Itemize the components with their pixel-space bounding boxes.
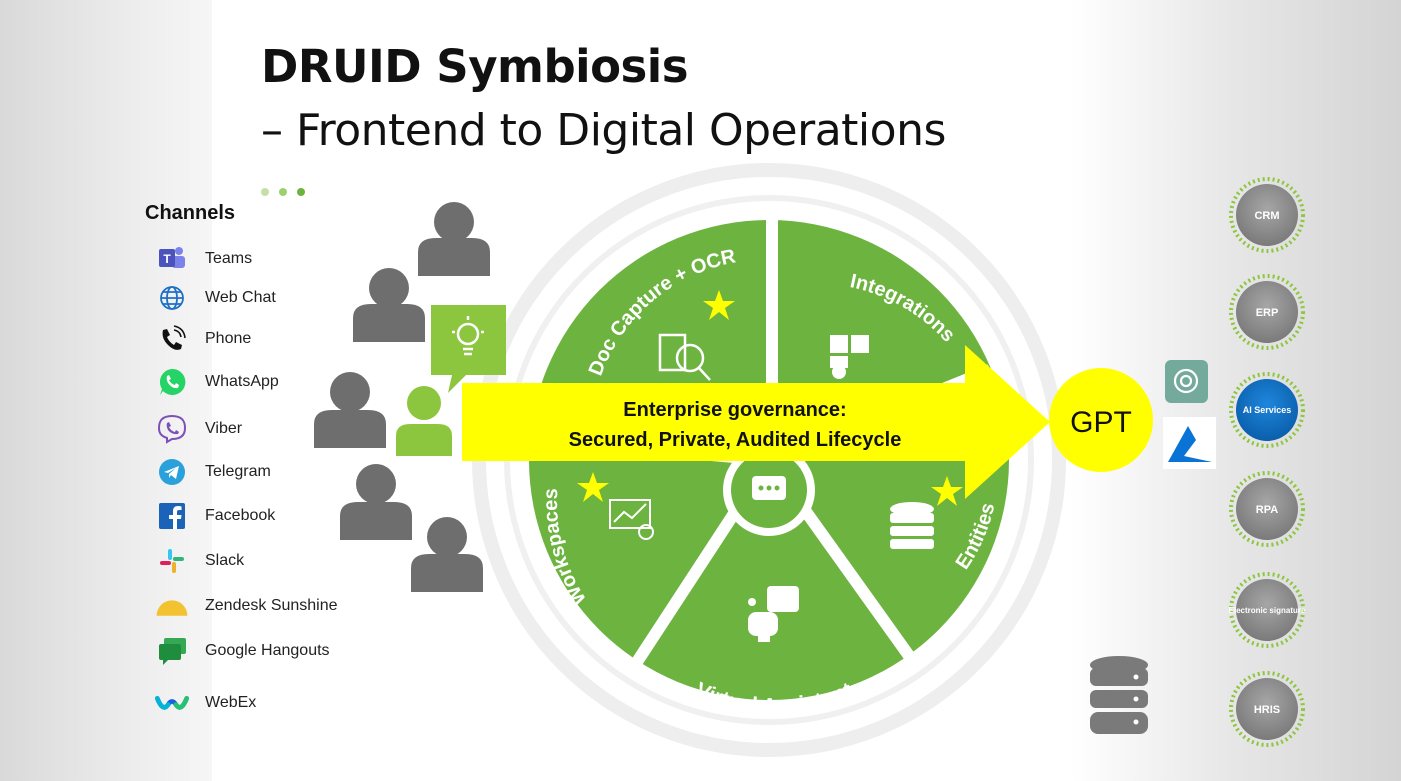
decorative-dots <box>261 183 315 201</box>
channel-item-phone: Phone <box>155 322 251 356</box>
arrow-text-line1: Enterprise governance: <box>623 399 846 421</box>
system-label: RPA <box>1256 504 1278 516</box>
channel-label: Google Hangouts <box>205 642 330 659</box>
channel-item-google-hangouts: Google Hangouts <box>155 634 330 668</box>
channel-label: Web Chat <box>205 289 276 306</box>
hangouts-icon <box>155 634 189 668</box>
zendesk-icon <box>155 589 189 623</box>
system-node-erp <box>1236 281 1298 343</box>
system-ring <box>1229 572 1305 648</box>
lightbulb-icon <box>452 316 484 356</box>
system-ring <box>1229 177 1305 253</box>
globe-icon <box>155 281 189 315</box>
channel-item-whatsapp: WhatsApp <box>155 365 279 399</box>
phone-icon <box>155 322 189 356</box>
azure-logo <box>1168 426 1212 462</box>
gpt-circle <box>1049 368 1153 472</box>
server-database-icon <box>1090 656 1148 734</box>
svg-text:T: T <box>163 252 171 266</box>
system-node-hris <box>1236 678 1298 740</box>
channel-item-zendesk: Zendesk Sunshine <box>155 589 338 623</box>
webex-icon <box>155 686 189 720</box>
channel-item-viber: Viber <box>155 412 242 446</box>
system-ring <box>1229 372 1305 448</box>
channel-item-telegram: Telegram <box>155 455 271 489</box>
star-icon <box>931 476 963 506</box>
page-title: DRUID Symbiosis <box>261 40 689 93</box>
star-icon <box>577 472 609 502</box>
channels-heading: Channels <box>145 202 236 224</box>
openai-icon <box>1165 360 1208 403</box>
user-icon <box>411 517 483 592</box>
telegram-icon <box>155 455 189 489</box>
slack-icon <box>155 544 189 578</box>
channel-item-web-chat: Web Chat <box>155 281 276 315</box>
system-ring <box>1229 471 1305 547</box>
star-icons <box>577 290 963 506</box>
arrow-text-line2: Secured, Private, Audited Lifecycle <box>569 429 902 451</box>
system-label: AI Services <box>1243 405 1292 415</box>
channel-label: WebEx <box>205 694 257 711</box>
system-label: Electronic signature <box>1229 606 1306 615</box>
channel-label: Slack <box>205 552 245 569</box>
viber-icon <box>155 412 189 446</box>
channel-label: Teams <box>205 250 253 267</box>
channel-label: Viber <box>205 420 243 437</box>
channel-item-slack: Slack <box>155 544 244 578</box>
channel-item-teams: T Teams <box>155 242 252 276</box>
channel-label: Telegram <box>205 463 271 480</box>
user-icon <box>314 372 386 448</box>
channel-label: Phone <box>205 330 252 347</box>
user-icon <box>340 464 412 540</box>
channel-label: Facebook <box>205 507 276 524</box>
system-node-e-signature <box>1236 579 1298 641</box>
system-label: HRIS <box>1254 704 1280 716</box>
page-subtitle: – Frontend to Digital Operations <box>261 105 946 156</box>
facebook-icon <box>155 499 189 533</box>
teams-icon: T <box>155 242 189 276</box>
system-node-crm <box>1236 184 1298 246</box>
system-ring <box>1229 274 1305 350</box>
whatsapp-icon <box>155 365 189 399</box>
channel-label: Zendesk Sunshine <box>205 597 338 614</box>
system-node-rpa <box>1236 478 1298 540</box>
dashboard-gear-icon <box>609 499 654 540</box>
users-group <box>314 202 490 592</box>
chat-dots <box>758 485 780 491</box>
systems-column: CRM ERP AI Services RPA Electronic signa… <box>1229 177 1306 747</box>
user-icon <box>353 268 425 342</box>
system-ring <box>1229 671 1305 747</box>
server-lights <box>1133 674 1139 725</box>
user-icon <box>418 202 490 276</box>
governance-arrow <box>462 345 1050 499</box>
channel-item-facebook: Facebook <box>155 499 275 533</box>
system-label: CRM <box>1254 210 1279 222</box>
channel-item-webex: WebEx <box>155 686 256 720</box>
channel-label: WhatsApp <box>205 373 279 390</box>
star-icon <box>703 290 735 320</box>
system-node-ai-services <box>1236 379 1298 441</box>
database-icon <box>890 502 934 549</box>
ocr-book-icon <box>658 333 711 381</box>
puzzle-gear-icon <box>830 335 869 379</box>
gpt-label: GPT <box>1070 406 1132 439</box>
openai-knot <box>1173 368 1199 394</box>
robot-chat-icon <box>748 586 799 642</box>
system-label: ERP <box>1256 307 1279 319</box>
